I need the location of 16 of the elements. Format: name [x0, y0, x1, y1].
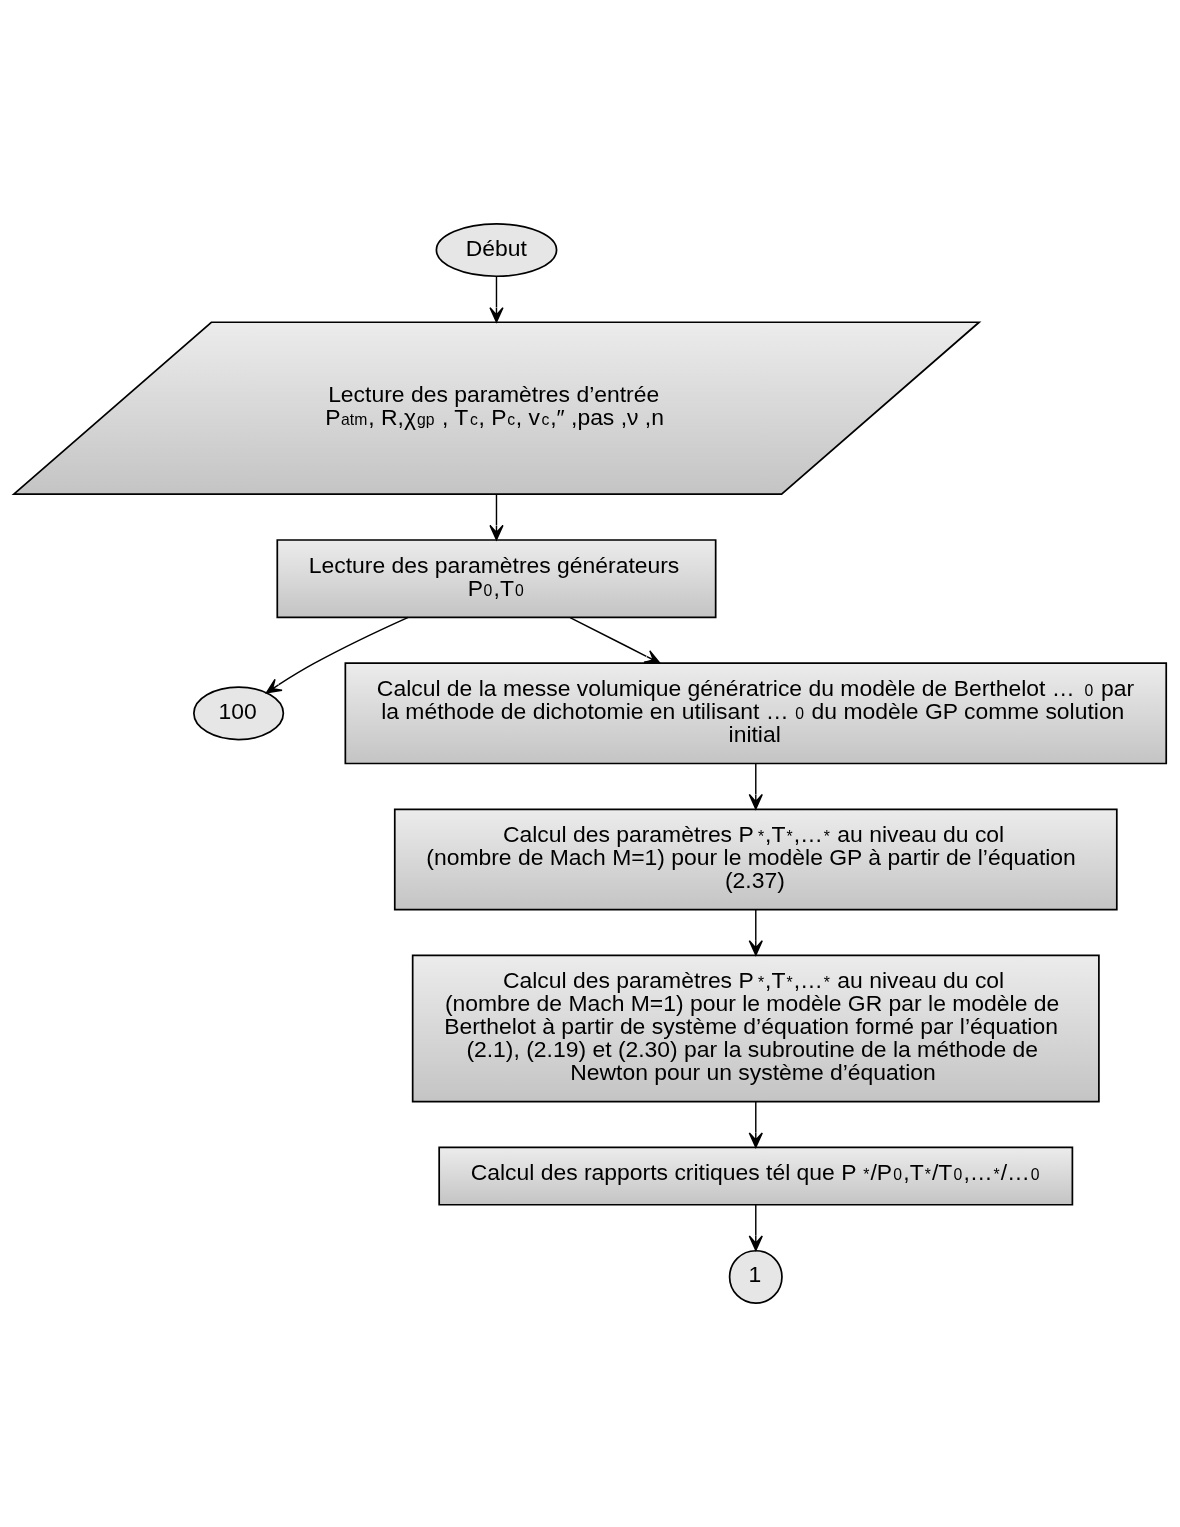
arrow	[489, 275, 504, 323]
arrow	[569, 616, 661, 664]
arrow	[748, 1204, 763, 1252]
node-box: Calcul de la messe volumique génératrice du modèle de Berthelot …0 par la méthode de dichotomie en utilisant …0 du modèle GP comme solution initial	[344, 662, 1168, 765]
node-box: Calcul des paramètres P*,T*,…* au niveau du col (nombre de Mach M=1) pour le modèle GP à partir de l’équation (2.37)	[393, 808, 1118, 911]
node-ellipse: 100	[193, 686, 285, 741]
node-circle: 1	[728, 1249, 783, 1304]
arrow	[748, 909, 763, 956]
node-box: Calcul des rapports critiques tél que P*/P0,T*/T0,…*/…0	[438, 1146, 1074, 1206]
node-box: Calcul des paramètres P*,T*,…* au niveau du col (nombre de Mach M=1) pour le modèle GR par le modèle de Berthelot à partir de système d’équation formé par l’équation (2.1), (2.19) et (2.30) par la subroutine de la méthode de Newton pour un système d’équation	[411, 954, 1100, 1103]
arrow	[748, 763, 763, 810]
arrow	[265, 616, 409, 694]
node-ellipse: Début	[435, 223, 558, 278]
arrow	[748, 1101, 763, 1148]
node-box: Lecture des paramètres générateurs P0,T0	[276, 539, 717, 619]
arrow	[489, 493, 504, 541]
